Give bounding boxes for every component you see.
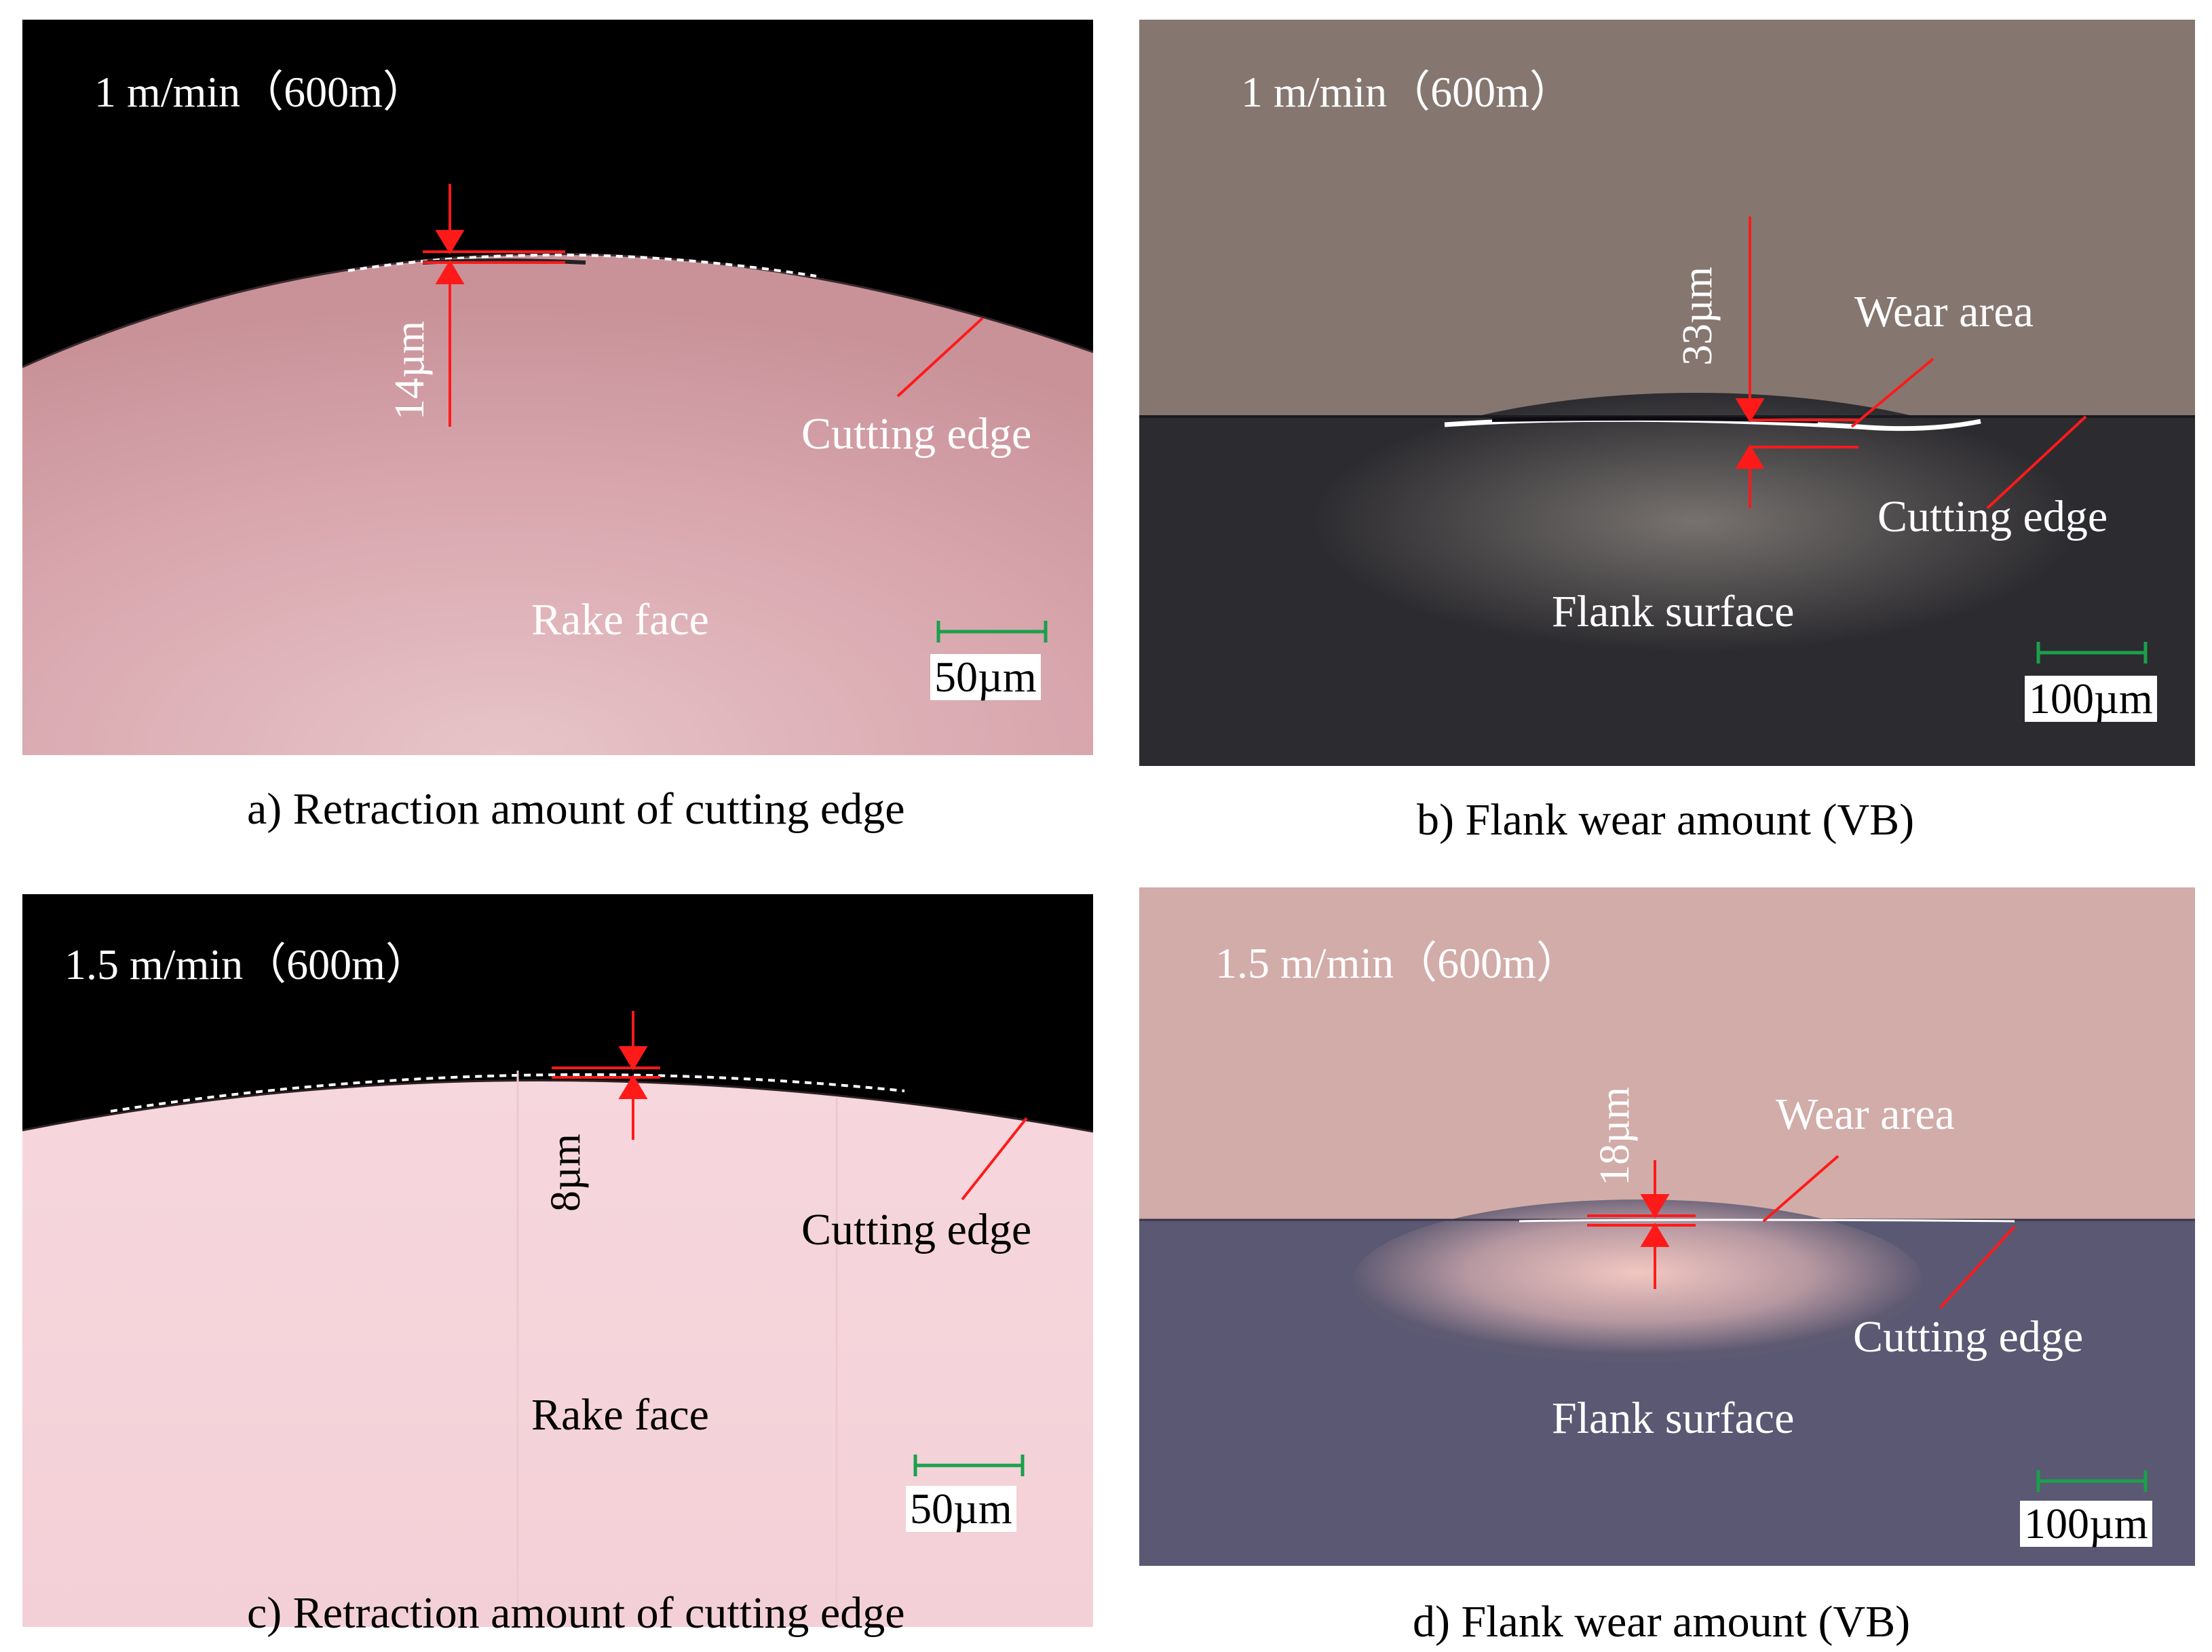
face-label-b: Flank surface (1552, 587, 1795, 636)
micrograph-a: 1 m/min（600m） 14µm Cutting edge Rake fac… (22, 20, 1093, 755)
measurement-label-a: 14µm (387, 321, 433, 420)
face-label-c: Rake face (531, 1390, 709, 1440)
cutting-edge-label-b: Cutting edge (1877, 492, 2108, 541)
scale-label-a: 50µm (930, 654, 1041, 700)
micrograph-c: 1.5 m/min（600m） 8µm Cutting edge Rake fa… (22, 894, 1093, 1627)
micrograph-d-image (1139, 887, 2195, 1566)
cutting-edge-label-a: Cutting edge (801, 409, 1032, 459)
face-label-d: Flank surface (1552, 1394, 1795, 1443)
scale-label-b: 100µm (2025, 676, 2157, 722)
measurement-label-c: 8µm (543, 1134, 589, 1212)
speed-label-c: 1.5 m/min（600m） (64, 940, 429, 988)
face-label-a: Rake face (531, 595, 709, 645)
measurement-label-b: 33µm (1675, 267, 1721, 366)
scale-label-d: 100µm (2020, 1501, 2152, 1547)
cutting-edge-label-d: Cutting edge (1853, 1312, 2084, 1362)
speed-label-d: 1.5 m/min（600m） (1215, 939, 1580, 987)
speed-label-a: 1 m/min（600m） (94, 68, 426, 116)
micrograph-a-image (22, 20, 1093, 755)
caption-b: b) Flank wear amount (VB) (1417, 795, 1915, 845)
measurement-label-d: 18µm (1592, 1087, 1638, 1186)
micrograph-b: 1 m/min（600m） 33µm Wear area Cutting edg… (1139, 20, 2195, 766)
speed-label-b: 1 m/min（600m） (1241, 68, 1573, 116)
wear-area-label-d: Wear area (1776, 1090, 1955, 1139)
cutting-edge-label-c: Cutting edge (801, 1205, 1032, 1254)
scale-label-c: 50µm (906, 1486, 1016, 1532)
micrograph-d: 1.5 m/min（600m） 18µm Wear area Cutting e… (1139, 887, 2195, 1566)
micrograph-b-image (1139, 20, 2195, 766)
caption-c: c) Retraction amount of cutting edge (247, 1588, 905, 1638)
wear-area-label-b: Wear area (1854, 287, 2034, 337)
caption-a: a) Retraction amount of cutting edge (247, 784, 905, 834)
caption-d: d) Flank wear amount (VB) (1413, 1597, 1911, 1647)
